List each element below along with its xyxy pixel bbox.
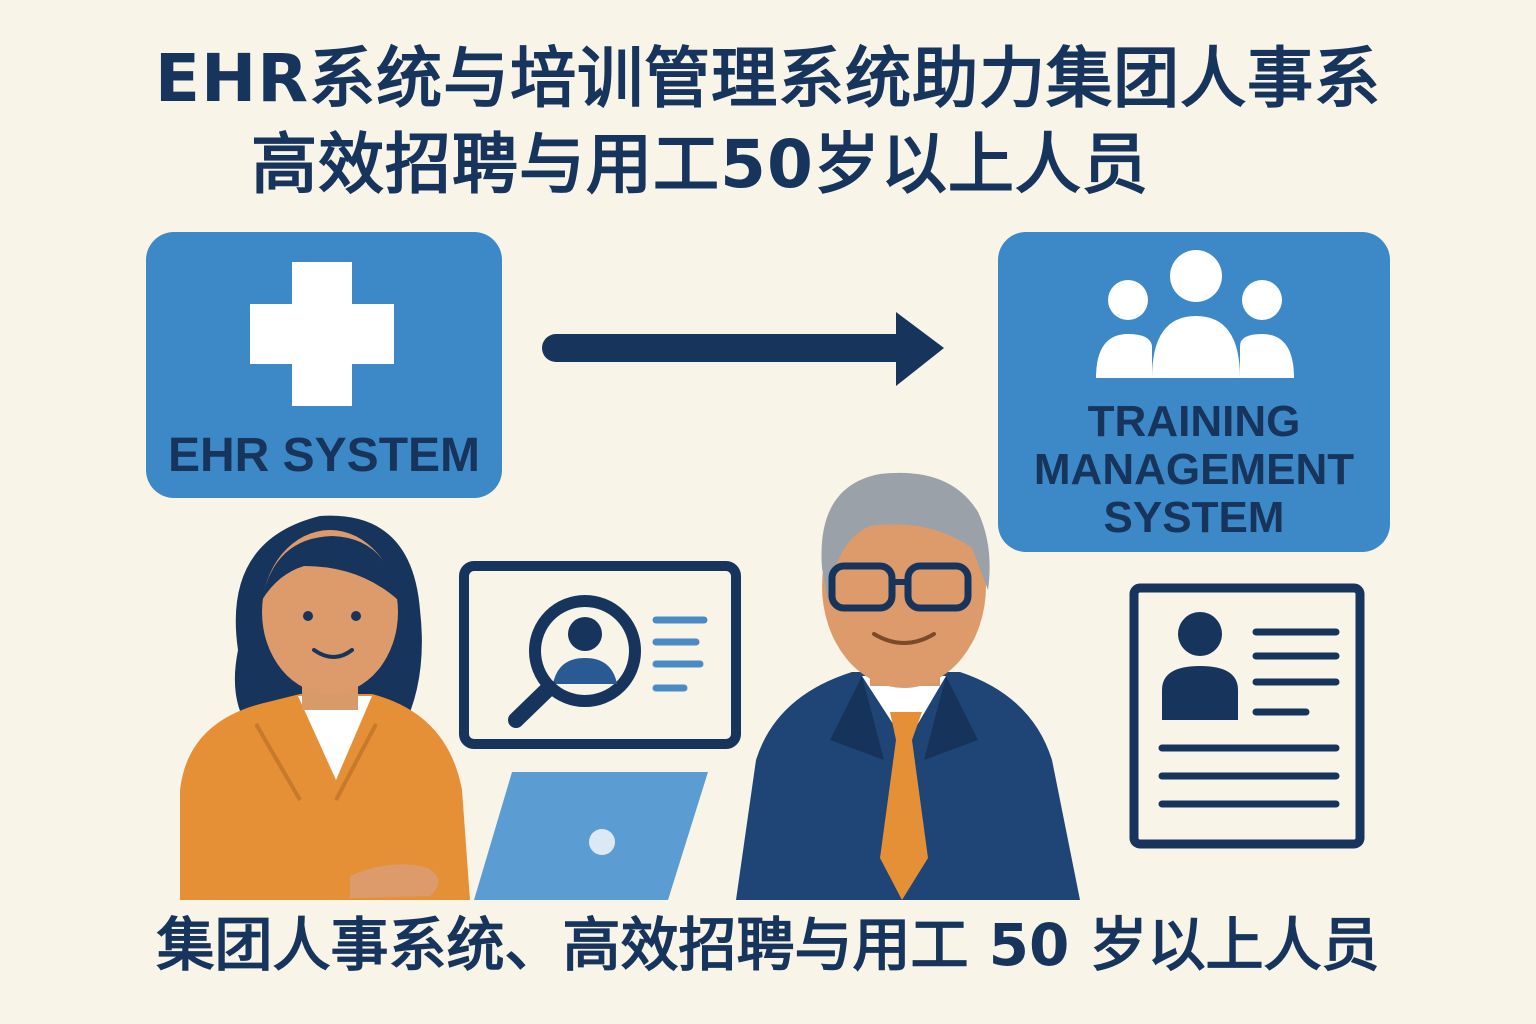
training-label-line-3: SYSTEM <box>1103 493 1285 542</box>
man-illustration <box>736 472 1080 900</box>
training-system-label: TRAINING MANAGEMENT SYSTEM <box>998 398 1390 542</box>
people-group-icon <box>1096 250 1294 378</box>
headline-line-1: EHR系统与培训管理系统助力集团人事系 <box>154 40 1382 117</box>
training-label-line-2: MANAGEMENT <box>1033 445 1355 494</box>
bottom-caption: 集团人事系统、高效招聘与用工 50 岁以上人员 <box>156 911 1380 979</box>
medical-cross-icon <box>250 262 394 406</box>
ehr-system-label: EHR SYSTEM <box>167 429 481 482</box>
laptop-icon <box>474 772 708 900</box>
woman-illustration <box>180 515 470 900</box>
arrow-right-icon <box>542 312 944 386</box>
resume-document-icon <box>1129 583 1365 849</box>
headline-line-2: 高效招聘与用工50岁以上人员 <box>251 126 1149 203</box>
candidate-search-icon <box>459 561 741 749</box>
training-label-line-1: TRAINING <box>1087 397 1301 446</box>
